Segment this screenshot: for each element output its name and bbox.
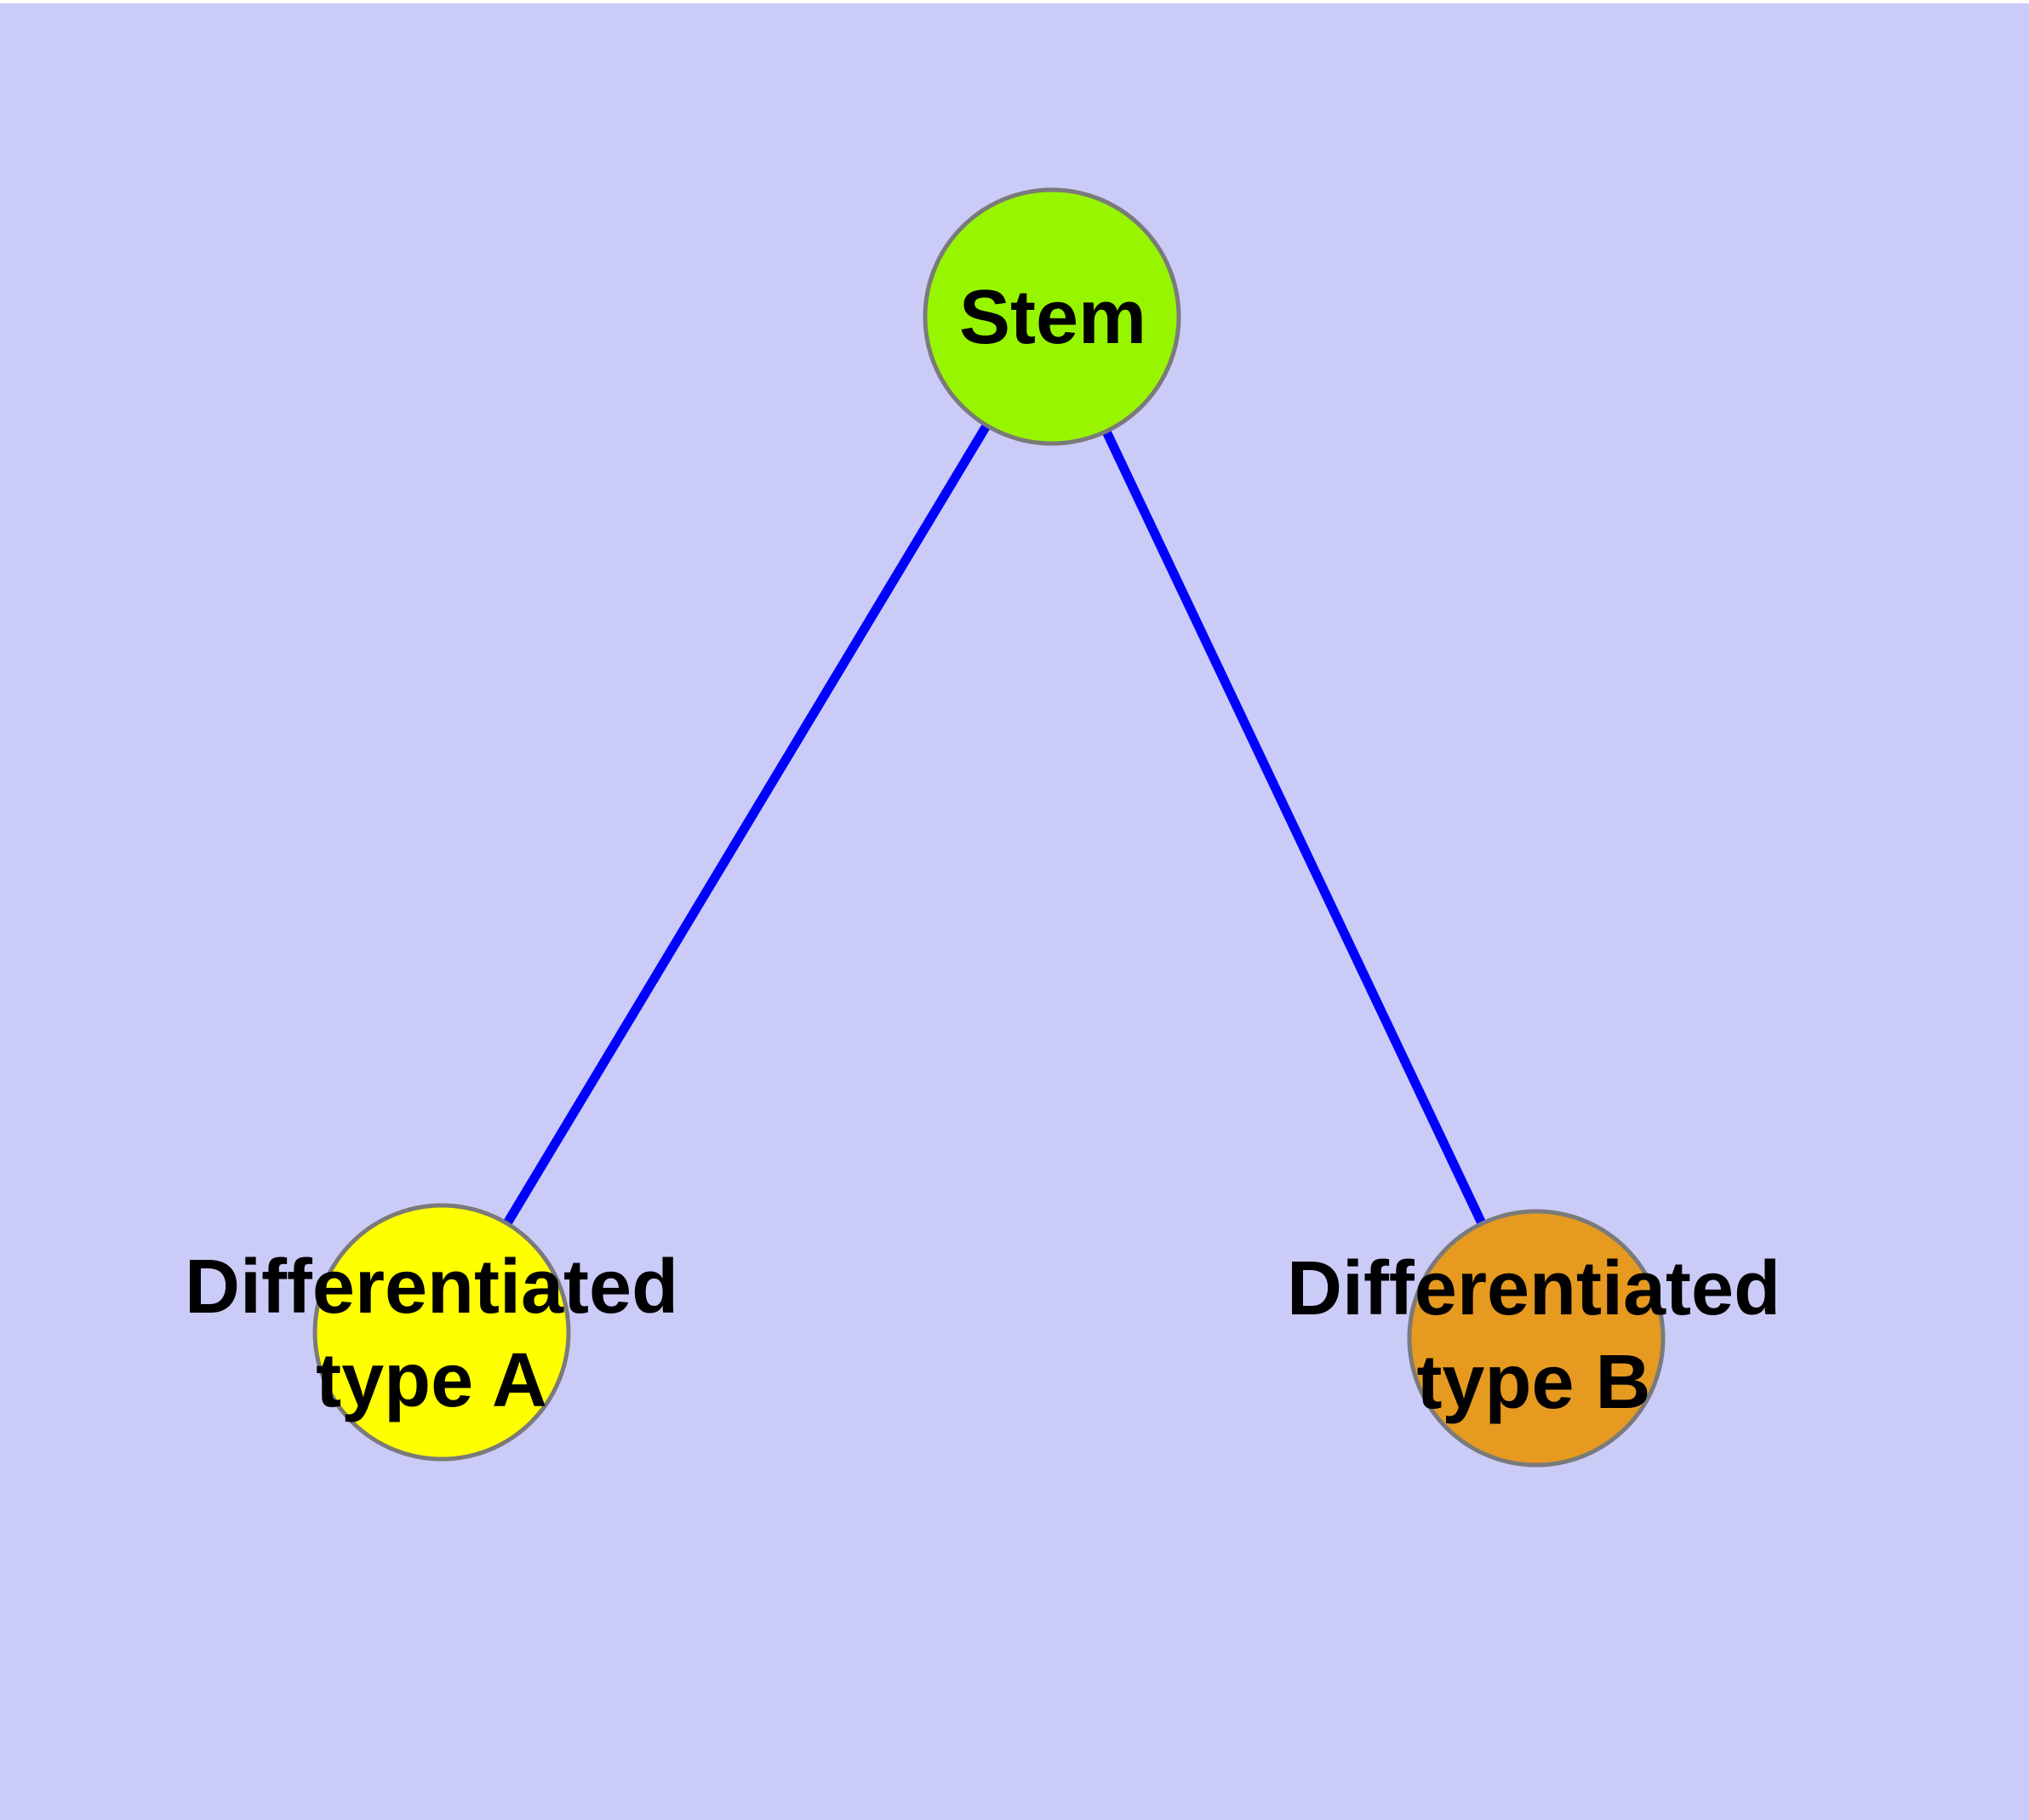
node-differentiated-type-a — [312, 1203, 571, 1462]
node-label-differentiated-type-a: Differentiated type A — [185, 1241, 678, 1428]
node-label-differentiated-type-b: Differentiated type B — [1287, 1243, 1780, 1430]
node-label-type-b-line2: type B — [1416, 1340, 1651, 1425]
edge-stem-to-type-a — [437, 314, 1056, 1335]
edge-stem-to-type-b — [1048, 314, 1540, 1341]
node-label-type-a-line1: Differentiated — [184, 1245, 679, 1331]
node-label-stem-text: Stem — [958, 275, 1147, 361]
node-label-type-a-line2: type A — [316, 1338, 547, 1423]
node-stem — [923, 187, 1181, 446]
node-differentiated-type-b — [1407, 1209, 1666, 1468]
node-label-type-b-line1: Differentiated — [1286, 1246, 1781, 1332]
node-label-stem: Stem — [959, 272, 1146, 365]
